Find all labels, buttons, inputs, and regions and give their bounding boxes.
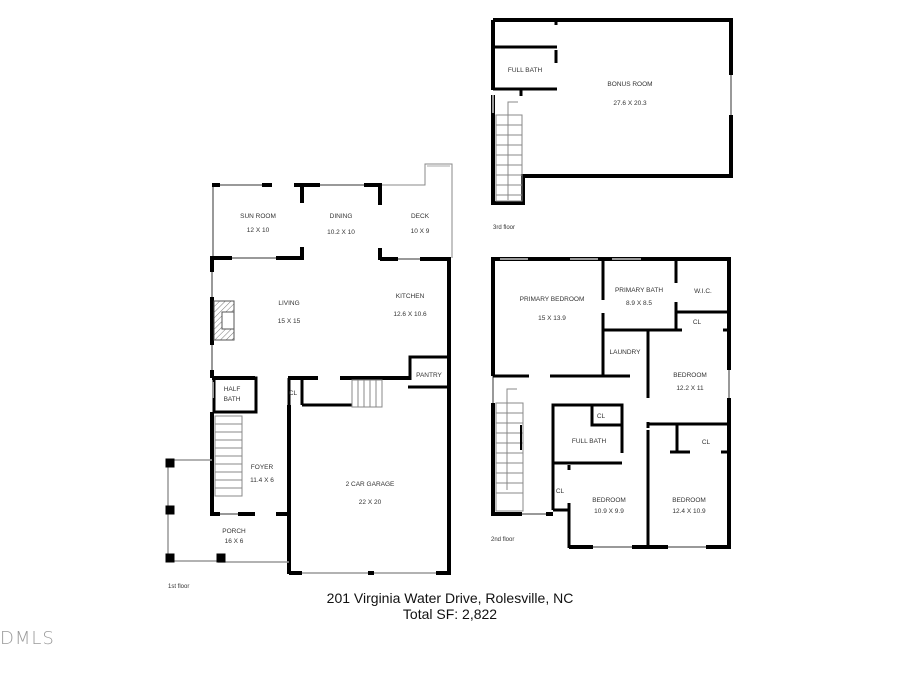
room-dims: 15 X 15 — [278, 318, 301, 325]
room-name: FULL BATH — [572, 438, 607, 445]
room-name: LIVING — [278, 300, 299, 307]
room-name: CL — [693, 319, 702, 326]
room-name: CL — [289, 390, 298, 397]
room-name: BATH — [224, 396, 241, 403]
room-name: PANTRY — [416, 372, 442, 379]
room-name: CL — [556, 488, 565, 495]
room-name: PORCH — [222, 528, 246, 535]
room-name: CL — [702, 439, 711, 446]
room-name: CL — [597, 413, 606, 420]
room-dims: 12.4 X 10.9 — [672, 508, 706, 515]
room-dims: 10 X 9 — [411, 228, 430, 235]
room-name: BEDROOM — [592, 497, 626, 504]
third-floor-plan — [491, 18, 733, 205]
room-dims: 22 X 20 — [359, 499, 382, 506]
total-square-footage: Total SF: 2,822 — [402, 606, 498, 622]
room-name: KITCHEN — [396, 293, 425, 300]
second-floor-plan — [491, 257, 731, 549]
room-dims: 10.2 X 10 — [327, 229, 355, 236]
room-dims: 10.9 X 9.9 — [594, 508, 624, 515]
property-address: 201 Virginia Water Drive, Rolesville, NC — [326, 590, 574, 606]
room-name: DECK — [411, 213, 430, 220]
room-name: HALF — [224, 386, 241, 393]
room-dims: 12 X 10 — [247, 227, 270, 234]
room-name: PRIMARY BEDROOM — [520, 296, 585, 303]
room-name: SUN ROOM — [240, 213, 276, 220]
mls-watermark: DMLS — [0, 628, 55, 649]
room-dims: 16 X 6 — [225, 538, 244, 545]
room-dims: 8.9 X 8.5 — [626, 300, 652, 307]
room-dims: 11.4 X 6 — [250, 477, 274, 484]
floor-label-3rd: 3rd floor — [493, 225, 515, 231]
room-name: 2 CAR GARAGE — [346, 481, 395, 488]
room-name: BEDROOM — [672, 497, 706, 504]
room-name: LAUNDRY — [610, 349, 642, 356]
room-name: PRIMARY BATH — [615, 287, 663, 294]
room-labels: SUN ROOM 12 X 10 DINING 10.2 X 10 DECK 1… — [168, 67, 712, 590]
room-dims: 12.6 X 10.6 — [393, 311, 427, 318]
room-name: DINING — [330, 213, 353, 220]
room-name: BEDROOM — [673, 372, 707, 379]
room-dims: 27.6 X 20.3 — [613, 100, 647, 107]
room-dims: 15 X 13.9 — [538, 315, 566, 322]
room-name: FOYER — [251, 464, 274, 471]
floor-label-1st: 1st floor — [168, 584, 189, 590]
room-name: W.I.C. — [694, 288, 712, 295]
first-floor-plan — [165, 163, 453, 575]
room-dims: 12.2 X 11 — [676, 385, 704, 392]
room-name: BONUS ROOM — [607, 81, 652, 88]
room-name: FULL BATH — [508, 67, 543, 74]
floor-label-2nd: 2nd floor — [491, 537, 514, 543]
